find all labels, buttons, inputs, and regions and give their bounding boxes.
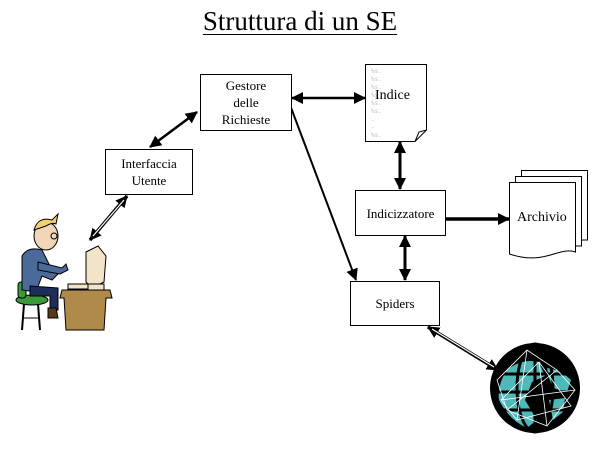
node-interfaccia-utente: Interfaccia Utente [105,149,193,195]
node-spiders: Spiders [350,281,440,326]
svg-text:%s.: %s. [371,100,382,107]
svg-text:%s.: %s. [371,76,382,83]
node-indice-label: Indice [375,88,410,103]
svg-text:%s.: %s. [371,92,382,99]
node-gestore-richieste: Gestore delle Richieste [200,74,292,131]
edge-interfaccia-gestore [149,110,198,149]
node-archivio: Archivio [509,170,589,266]
node-indice: %s.%s.%s. %s.%s.%s. ..%s. Indice [365,64,427,142]
user-at-computer-icon [15,212,113,331]
svg-text:%s.: %s. [371,132,382,139]
edge-user-interfaccia [88,194,129,242]
node-archivio-label: Archivio [517,210,567,225]
svg-text:%s.: %s. [371,68,382,75]
svg-text:%s.: %s. [371,84,382,91]
node-indicizzatore: Indicizzatore [355,190,446,236]
svg-text:.: . [371,116,375,123]
edge-gestore-spiders [289,104,358,281]
svg-text:.: . [371,123,375,130]
globe-icon [490,342,580,434]
edge-spiders-web [427,325,499,372]
diagram-title: Struttura di un SE [202,6,398,36]
document-icon: %s.%s.%s. %s.%s.%s. ..%s. [365,64,427,142]
svg-text:%s.: %s. [371,108,382,115]
stacked-documents-icon [509,170,588,259]
